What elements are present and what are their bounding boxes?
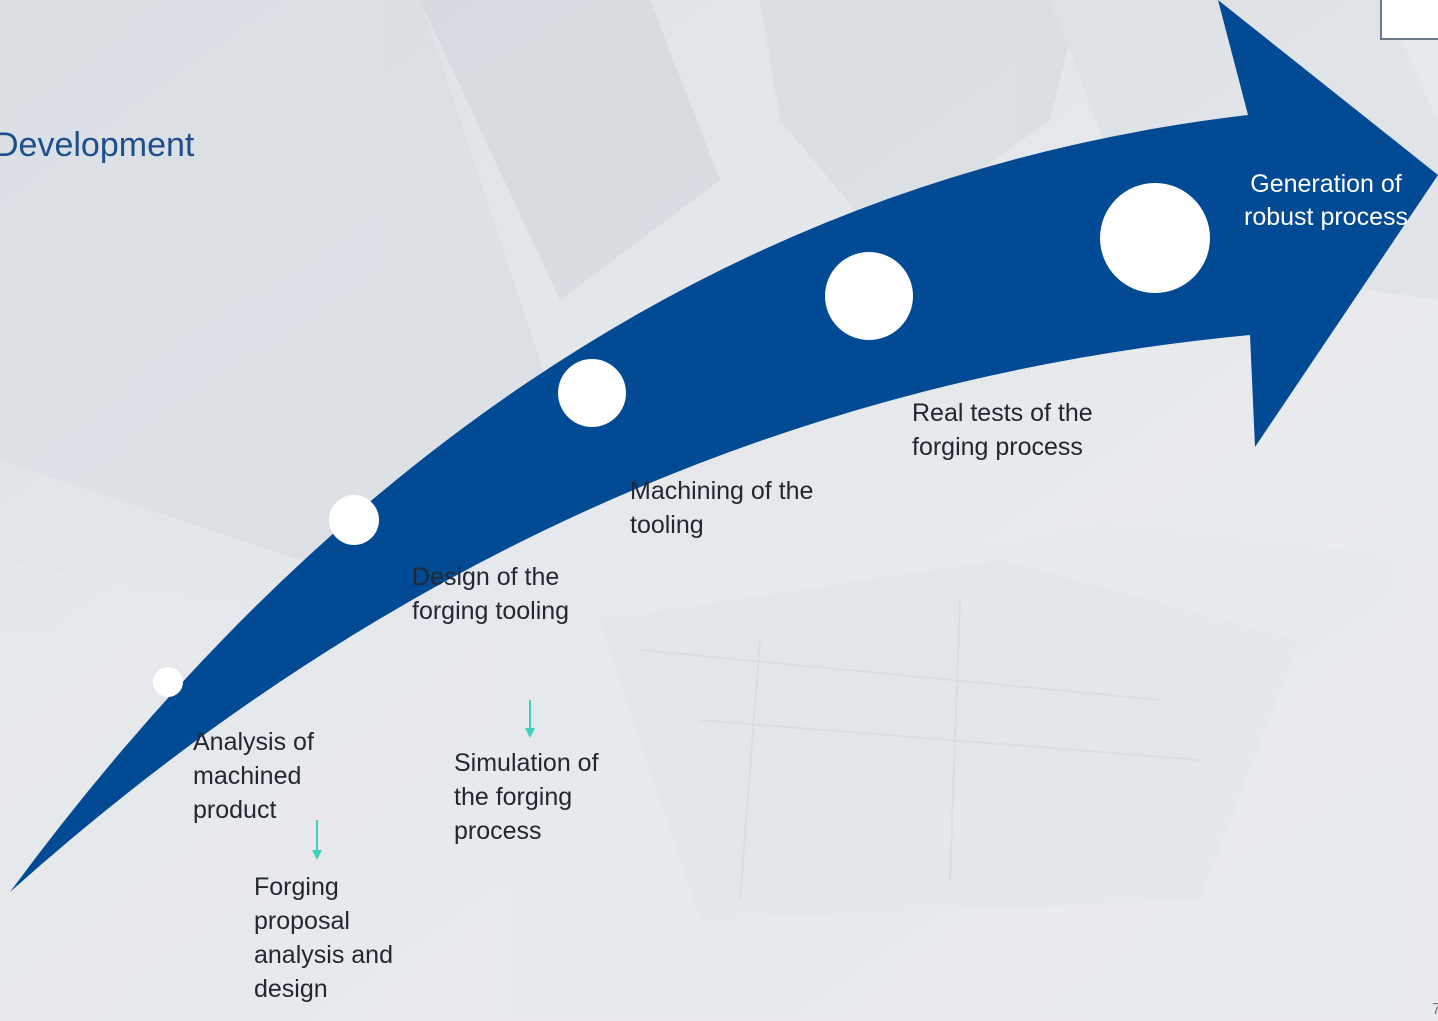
page-title: Development bbox=[0, 126, 195, 164]
page-number: 7 bbox=[1432, 1001, 1438, 1018]
step-label-5: Generation of robust process bbox=[1244, 170, 1408, 231]
step-label-1: Analysis of machined product bbox=[193, 728, 314, 824]
substep-label-2: Simulation of the forging process bbox=[454, 749, 599, 845]
step-node-4 bbox=[825, 252, 913, 340]
process-arrow bbox=[10, 0, 1438, 892]
step-node-5 bbox=[1100, 183, 1210, 293]
step-label-3: Machining of the tooling bbox=[630, 477, 814, 539]
step-node-2 bbox=[329, 495, 379, 545]
step-node-1 bbox=[153, 667, 183, 697]
step-node-3 bbox=[558, 359, 626, 427]
step-label-2: Design of the forging tooling bbox=[412, 563, 570, 625]
substep-label-1: Forging proposal analysis and design bbox=[254, 873, 393, 1003]
corner-box bbox=[1380, 0, 1438, 40]
step-label-4: Real tests of the forging process bbox=[912, 399, 1093, 461]
